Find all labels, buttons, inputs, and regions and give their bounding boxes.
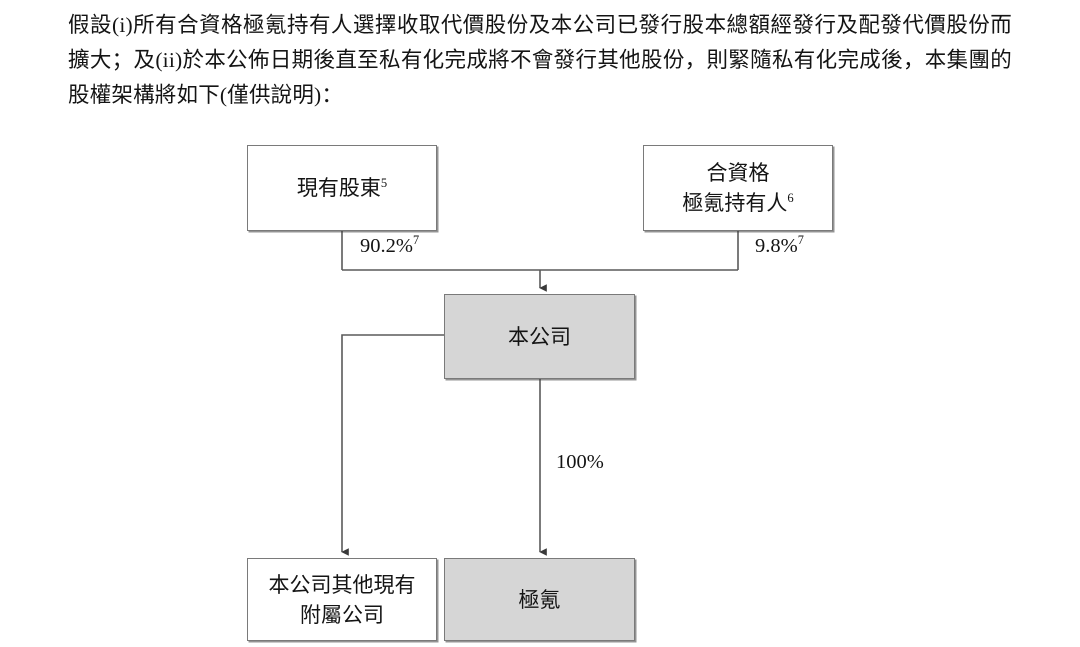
node-existing-shareholders-label: 現有股東5 <box>296 176 388 200</box>
node-existing-shareholders: 現有股東5 <box>247 145 437 231</box>
footnote-marker-5: 5 <box>380 176 388 190</box>
node-zeekr: 極氪 <box>444 558 635 641</box>
footnote-marker-6: 6 <box>787 191 794 205</box>
footnote-marker-7a: 7 <box>412 233 420 248</box>
edge-label-eligible-to-company: 9.8%7 <box>755 233 804 257</box>
edge-label-company-to-zeekr: 100% <box>556 451 604 473</box>
node-eligible-holders: 合資格極氪持有人6 <box>643 145 833 231</box>
node-company: 本公司 <box>444 294 635 379</box>
node-other-subsidiaries: 本公司其他現有附屬公司 <box>247 558 437 641</box>
edge-label-existing-to-company: 90.2%7 <box>360 233 420 257</box>
footnote-marker-7b: 7 <box>797 233 804 248</box>
node-zeekr-label: 極氪 <box>518 587 561 612</box>
node-eligible-holders-label: 合資格極氪持有人6 <box>682 161 794 215</box>
node-other-subsidiaries-label: 本公司其他現有附屬公司 <box>268 572 416 627</box>
intro-paragraph: 假設(i)所有合資格極氪持有人選擇收取代價股份及本公司已發行股本總額經發行及配發… <box>68 13 1012 107</box>
node-company-label: 本公司 <box>508 324 571 349</box>
edge-company-to-subsidiaries <box>341 334 444 556</box>
